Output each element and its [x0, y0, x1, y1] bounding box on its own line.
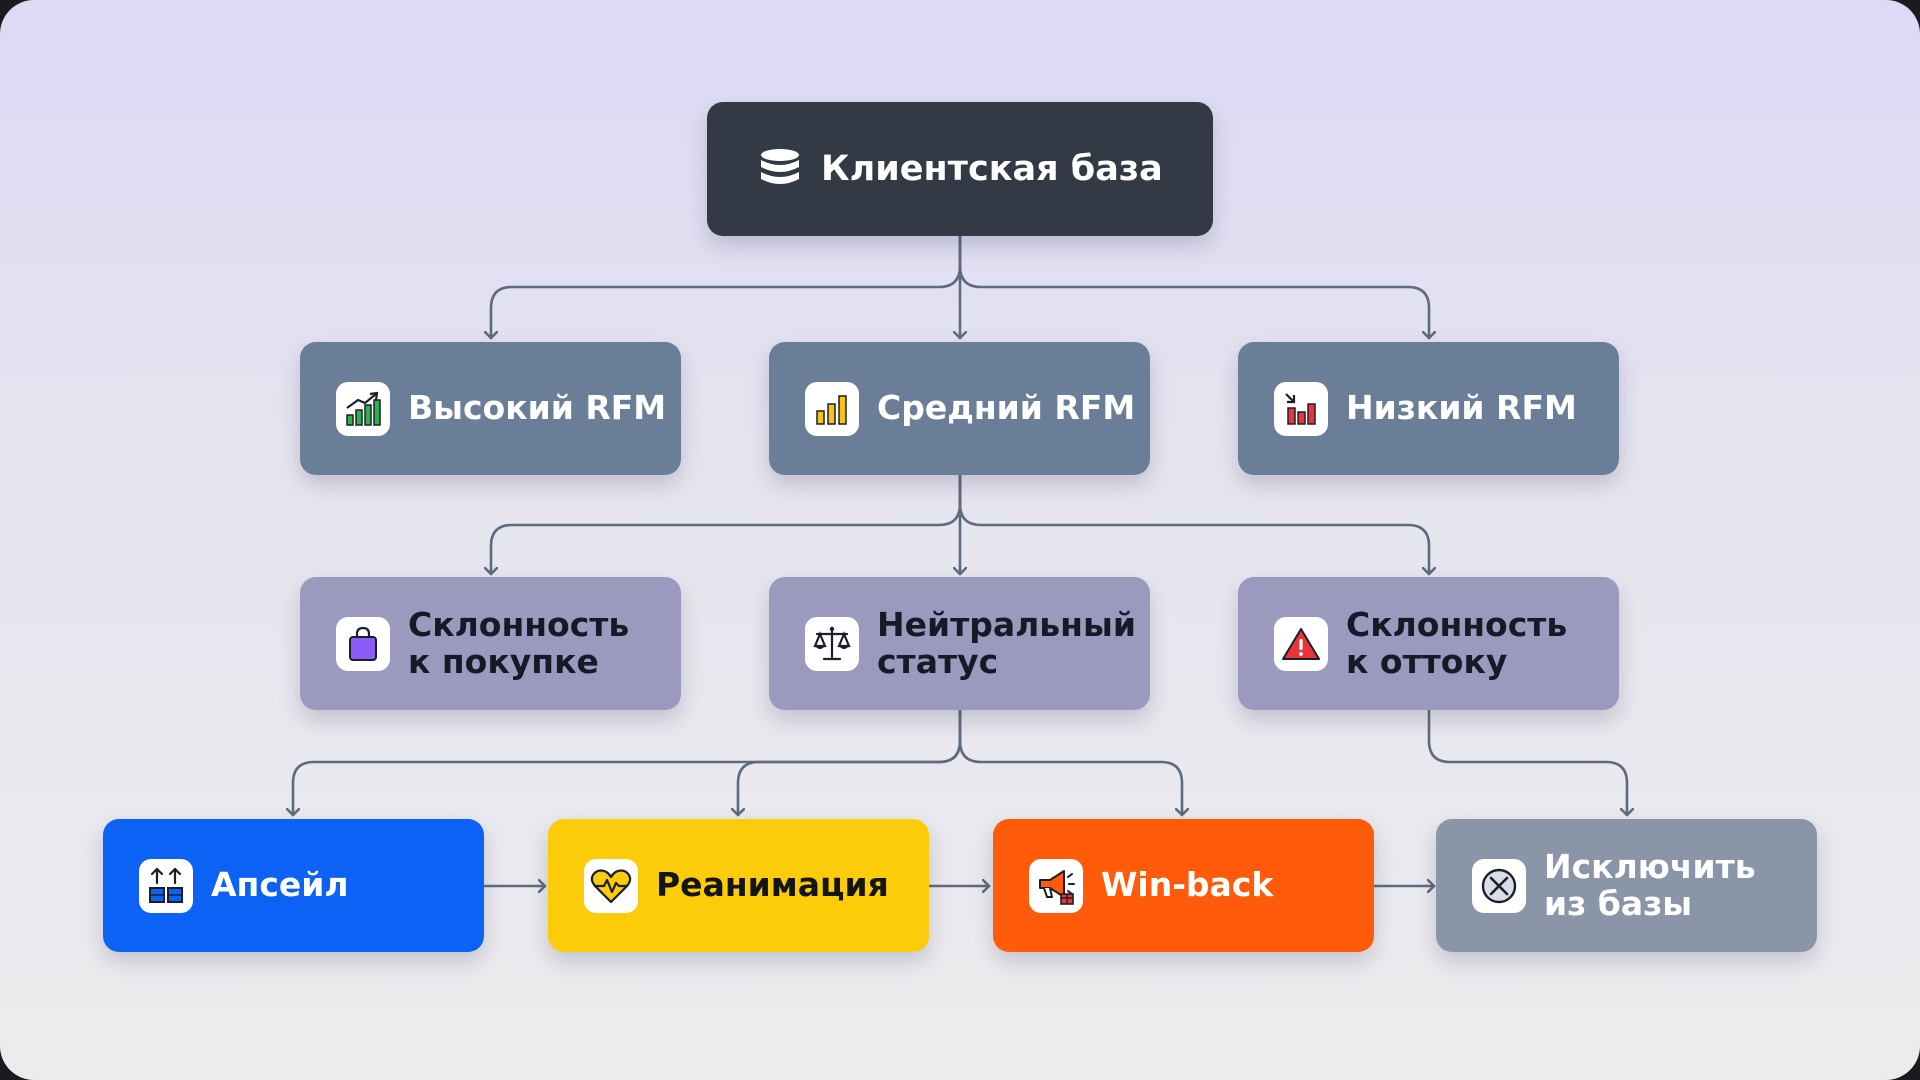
connector-churn-exclude: [1427, 708, 1627, 817]
node-label: Нейтральный статус: [877, 605, 1136, 681]
connector-neutral-winback: [958, 708, 1182, 817]
node-reanimation[interactable]: Реанимация: [548, 819, 929, 952]
connector-root-low: [958, 234, 1429, 340]
connector-root-high: [491, 234, 962, 340]
node-label: Низкий RFM: [1346, 388, 1577, 428]
node-purchase-propensity[interactable]: Склонность к покупке: [300, 577, 681, 710]
scales-icon: [805, 616, 859, 671]
node-label: Win-back: [1101, 865, 1274, 905]
node-mid-rfm[interactable]: Средний RFM: [769, 342, 1150, 475]
node-label: Склонность к оттоку: [1346, 605, 1568, 681]
connector-mid-buy: [491, 473, 962, 576]
node-label: Апсейл: [211, 865, 349, 905]
node-label: Склонность к покупке: [408, 605, 630, 681]
growth-chart-icon: [336, 381, 390, 436]
node-upsell[interactable]: Апсейл: [103, 819, 484, 952]
database-icon: [757, 142, 803, 196]
node-client-base[interactable]: Клиентская база: [707, 102, 1213, 236]
node-low-rfm[interactable]: Низкий RFM: [1238, 342, 1619, 475]
node-label: Средний RFM: [877, 388, 1136, 428]
upsell-icon: [139, 858, 193, 913]
node-win-back[interactable]: Win-back: [993, 819, 1374, 952]
node-exclude[interactable]: Исключить из базы: [1436, 819, 1817, 952]
node-label: Высокий RFM: [408, 388, 667, 428]
node-churn-propensity[interactable]: Склонность к оттоку: [1238, 577, 1619, 710]
connector-neutral-reanim: [738, 708, 962, 817]
megaphone-icon: [1029, 858, 1083, 913]
node-label: Клиентская база: [821, 148, 1163, 189]
bar-chart-icon: [805, 381, 859, 436]
exclude-icon: [1472, 858, 1526, 913]
connector-mid-churn: [958, 473, 1429, 576]
decline-chart-icon: [1274, 381, 1328, 436]
warning-icon: [1274, 616, 1328, 671]
shopping-bag-icon: [336, 616, 390, 671]
node-neutral-status[interactable]: Нейтральный статус: [769, 577, 1150, 710]
node-high-rfm[interactable]: Высокий RFM: [300, 342, 681, 475]
node-label: Реанимация: [656, 865, 889, 905]
node-label: Исключить из базы: [1544, 847, 1756, 923]
heartbeat-icon: [584, 858, 638, 913]
